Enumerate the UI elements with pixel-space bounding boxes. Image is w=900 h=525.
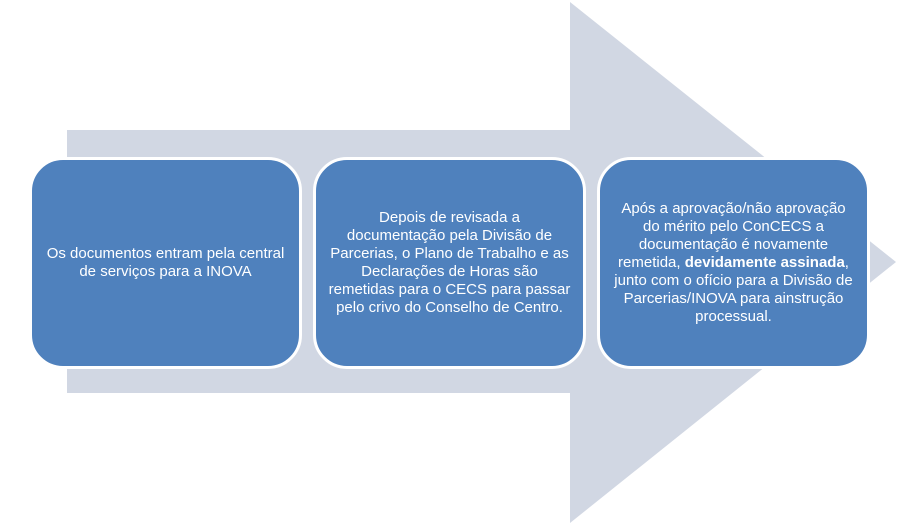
step-3-text: Após a aprovação/não aprovação do mérito… [612,200,855,326]
step-1-box: Os documentos entram pela central de ser… [29,157,302,369]
step-2-box: Depois de revisada a documentação pela D… [313,157,586,369]
step-3-text-bold: devidamente assinada [684,254,845,271]
step-3-text-after: , junto com o ofício para a Divisão de P… [614,254,853,325]
step-3-box: Após a aprovação/não aprovação do mérito… [597,157,870,369]
step-3-text-before: Após a aprovação/não aprovação do mérito… [618,200,846,271]
step-1-text: Os documentos entram pela central de ser… [46,245,285,280]
step-2-text: Depois de revisada a documentação pela D… [328,209,571,316]
